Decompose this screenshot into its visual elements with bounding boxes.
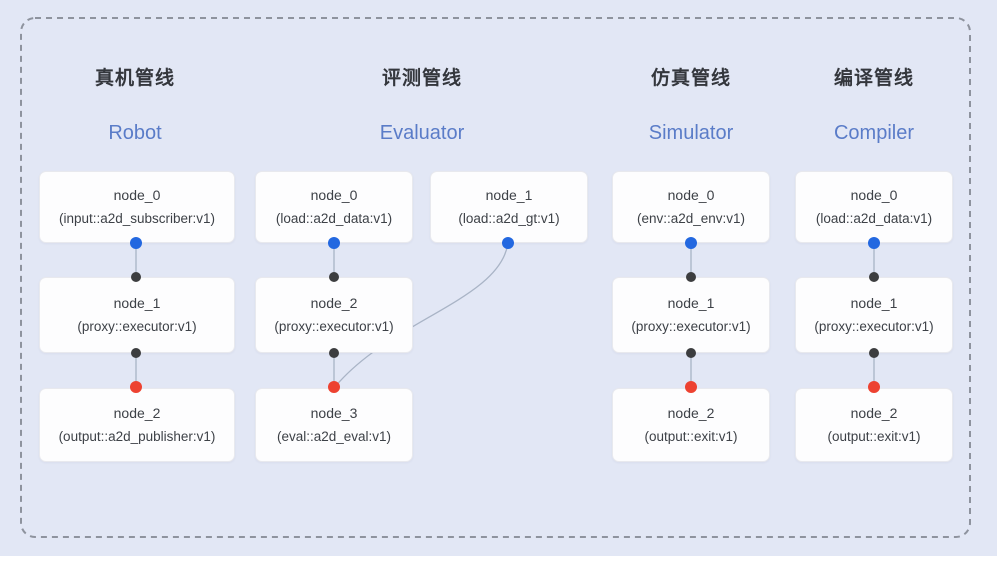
node-type: (proxy::executor:v1)	[814, 319, 934, 334]
node-box-robot-1: node_1 (proxy::executor:v1)	[39, 277, 235, 353]
node-box-evaluator-3: node_3 (eval::a2d_eval:v1)	[255, 388, 413, 462]
node-type: (load::a2d_gt:v1)	[458, 211, 560, 226]
node-type: (output::exit:v1)	[827, 429, 921, 444]
node-type: (env::a2d_env:v1)	[636, 211, 746, 226]
bottom-white-strip	[0, 556, 997, 563]
node-box-robot-2: node_2 (output::a2d_publisher:v1)	[39, 388, 235, 462]
node-box-compiler-2: node_2 (output::exit:v1)	[795, 388, 953, 462]
node-name: node_1	[113, 295, 161, 311]
node-type: (proxy::executor:v1)	[77, 319, 197, 334]
node-type: (output::exit:v1)	[644, 429, 738, 444]
node-type: (proxy::executor:v1)	[274, 319, 394, 334]
node-name: node_0	[310, 187, 358, 203]
node-box-compiler-0: node_0 (load::a2d_data:v1)	[795, 171, 953, 243]
node-name: node_0	[850, 187, 898, 203]
node-name: node_1	[667, 295, 715, 311]
node-box-simulator-1: node_1 (proxy::executor:v1)	[612, 277, 770, 353]
node-type: (proxy::executor:v1)	[631, 319, 751, 334]
node-type: (eval::a2d_eval:v1)	[276, 429, 392, 444]
pipeline-title-cn-robot: 真机管线	[94, 68, 175, 89]
pipeline-title-en-compiler: Compiler	[833, 122, 915, 144]
node-name: node_2	[667, 405, 715, 421]
node-name: node_2	[850, 405, 898, 421]
node-name: node_1	[850, 295, 898, 311]
node-type: (output::a2d_publisher:v1)	[58, 429, 216, 444]
node-box-evaluator-2: node_2 (proxy::executor:v1)	[255, 277, 413, 353]
node-box-simulator-2: node_2 (output::exit:v1)	[612, 388, 770, 462]
node-box-simulator-0: node_0 (env::a2d_env:v1)	[612, 171, 770, 243]
node-name: node_1	[485, 187, 533, 203]
pipeline-title-en-evaluator: Evaluator	[379, 122, 465, 144]
node-box-evaluator-1: node_1 (load::a2d_gt:v1)	[430, 171, 588, 243]
node-type: (input::a2d_subscriber:v1)	[58, 211, 216, 226]
node-name: node_0	[667, 187, 715, 203]
pipeline-title-en-robot: Robot	[108, 122, 162, 144]
node-name: node_3	[310, 405, 358, 421]
node-box-compiler-1: node_1 (proxy::executor:v1)	[795, 277, 953, 353]
node-type: (load::a2d_data:v1)	[275, 211, 393, 226]
node-box-robot-0: node_0 (input::a2d_subscriber:v1)	[39, 171, 235, 243]
node-name: node_0	[113, 187, 161, 203]
node-type: (load::a2d_data:v1)	[815, 211, 933, 226]
node-box-evaluator-0: node_0 (load::a2d_data:v1)	[255, 171, 413, 243]
node-name: node_2	[113, 405, 161, 421]
pipeline-title-cn-simulator: 仿真管线	[650, 68, 731, 89]
node-name: node_2	[310, 295, 358, 311]
pipeline-title-cn-compiler: 编译管线	[833, 68, 914, 89]
pipeline-title-cn-evaluator: 评测管线	[381, 68, 462, 89]
pipeline-title-en-simulator: Simulator	[648, 122, 734, 144]
